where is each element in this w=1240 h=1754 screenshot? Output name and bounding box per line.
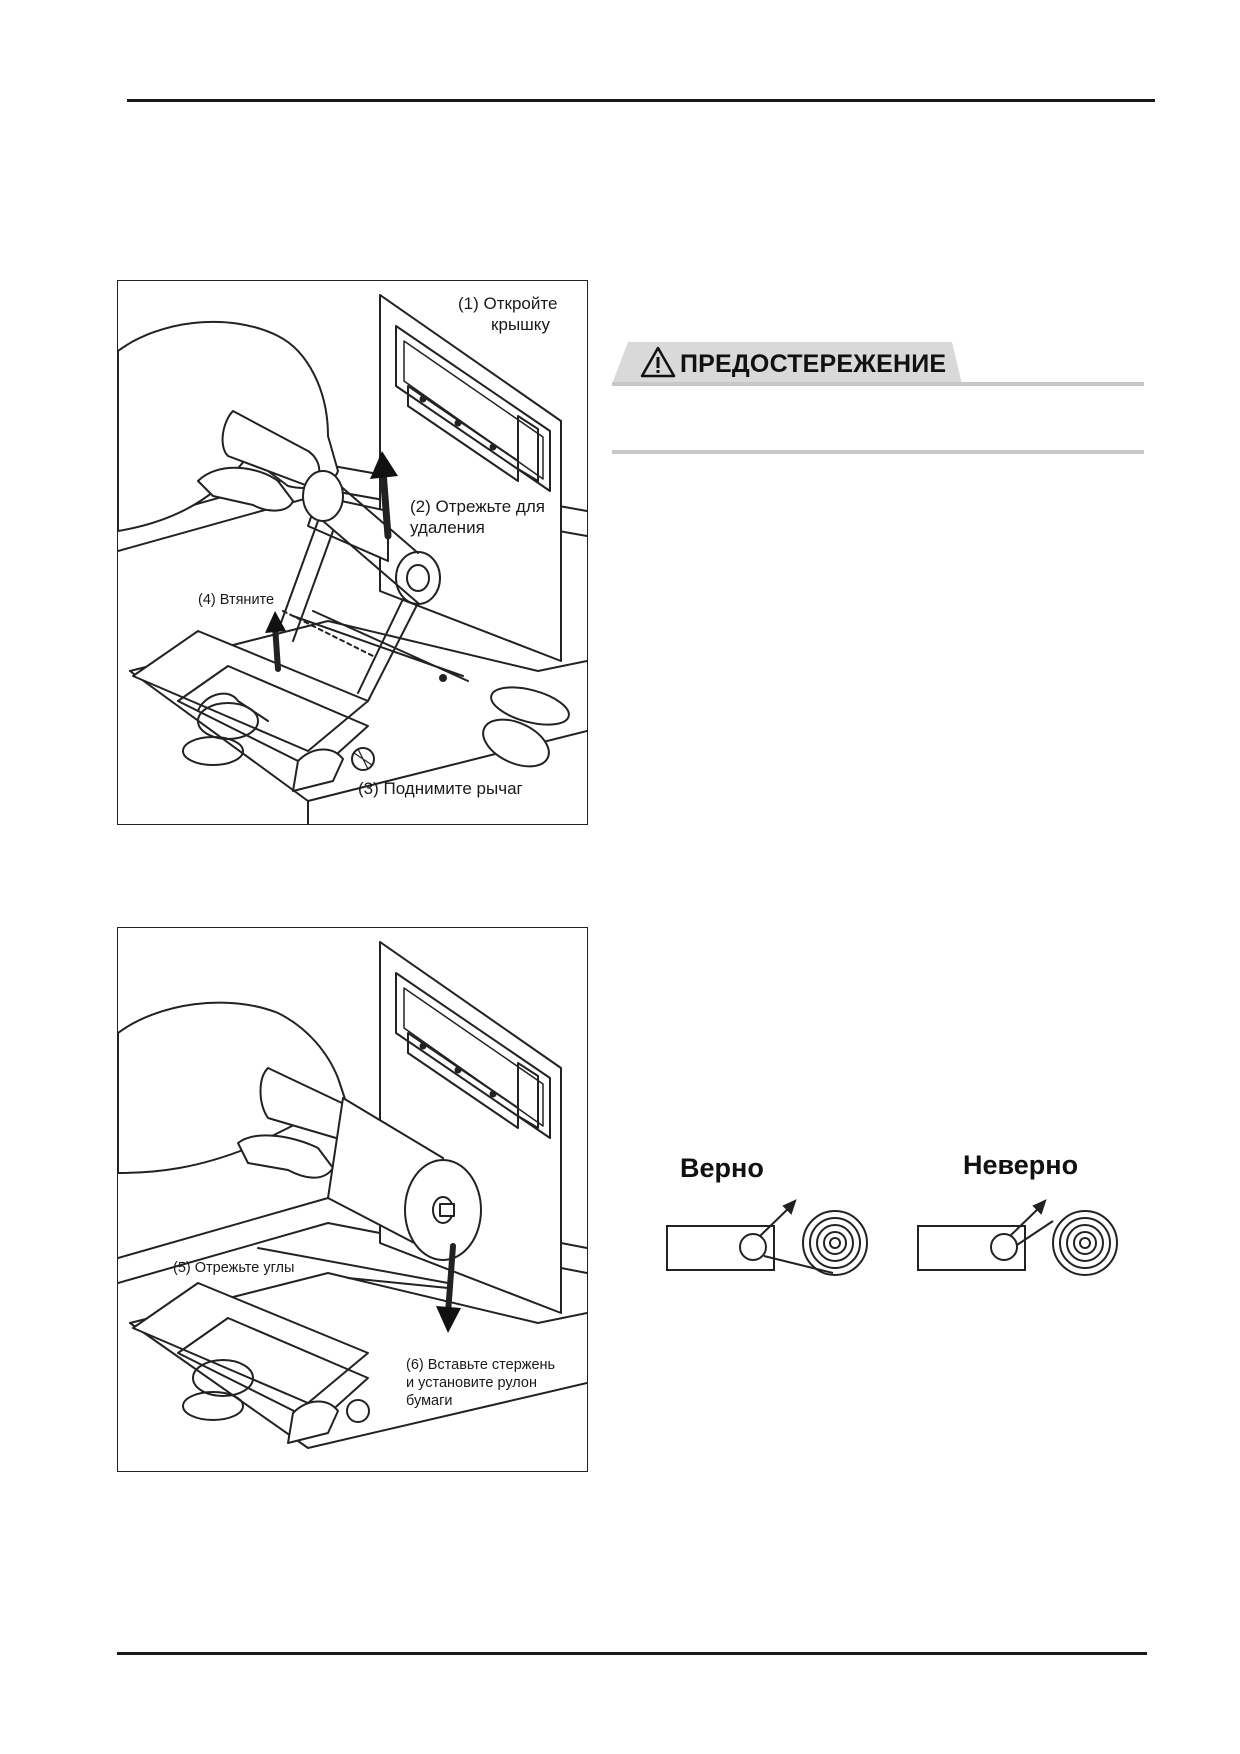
caution-box: ПРЕДОСТЕРЕЖЕНИЕ bbox=[612, 342, 1144, 454]
figure-install-paper: (5) Отрежьте углы (6) Вставьте стержень … bbox=[117, 927, 588, 1472]
figure-remove-paper: (1) Откройте крышку (2) Отрежьте для уда… bbox=[117, 280, 588, 825]
callout-insert-shaft: (6) Вставьте стержень и установите рулон… bbox=[406, 1357, 556, 1409]
header-rule bbox=[127, 99, 1155, 102]
callout-pull: (4) Втяните bbox=[198, 592, 275, 608]
roll-orientation-diagram: Верно Неверно bbox=[660, 1143, 1136, 1293]
callout-cut-corners: (5) Отрежьте углы bbox=[173, 1260, 295, 1276]
illustration-open-cover bbox=[118, 294, 587, 824]
callout-lift-lever: (3) Поднимите рычаг bbox=[358, 779, 523, 798]
incorrect-label: Неверно bbox=[963, 1150, 1079, 1180]
correct-roll-illustration bbox=[666, 1199, 868, 1276]
caution-banner bbox=[612, 342, 962, 384]
roll-orientation-drawings bbox=[666, 1199, 1118, 1276]
correct-label: Верно bbox=[680, 1153, 764, 1183]
incorrect-roll-illustration bbox=[917, 1199, 1118, 1276]
caution-top-rule bbox=[612, 382, 1144, 386]
callout-cut-remove: (2) Отрежьте для удаления bbox=[410, 497, 545, 537]
illustration-insert-roll bbox=[118, 941, 587, 1449]
caution-bottom-rule bbox=[612, 450, 1144, 454]
warning-triangle-icon bbox=[640, 346, 676, 378]
footer-rule bbox=[117, 1652, 1147, 1655]
caution-title: ПРЕДОСТЕРЕЖЕНИЕ bbox=[680, 350, 947, 378]
callout-open-cover: (1) Откройте крышку bbox=[458, 294, 558, 334]
